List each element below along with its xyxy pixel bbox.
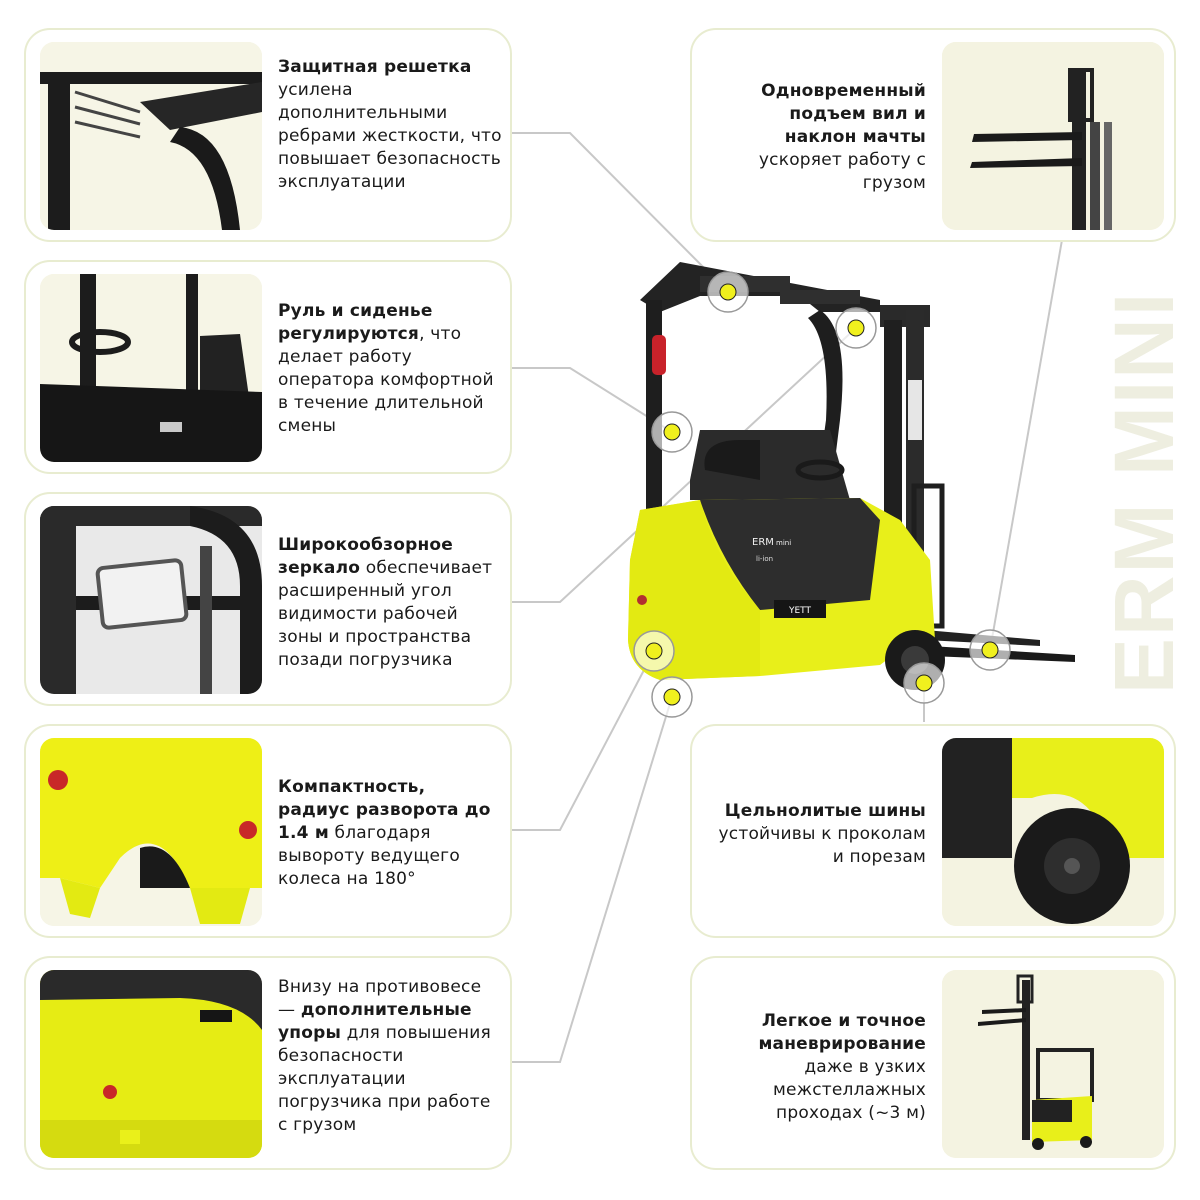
solid-tyre-image [942, 738, 1164, 926]
hotspot-mirror [835, 307, 877, 349]
feature-card-compact: Компактность, радиус разворота до 1.4 м … [24, 724, 512, 938]
maneuvering-text: Легкое и точное маневрирование даже в уз… [758, 1011, 926, 1123]
hero-brand-badge: YETT [788, 606, 812, 616]
feature-card-mast: Одновременный подъем вил и наклон мачты … [690, 28, 1176, 242]
hotspot-counterweight [651, 676, 693, 718]
hotspot-steering [651, 411, 693, 453]
compact-text: Компактность, радиус разворота до 1.4 м … [278, 777, 491, 889]
feature-card-steering: Руль и сиденье регулируются, что делает … [24, 260, 512, 474]
full-forklift-image [942, 970, 1164, 1158]
mirror-text: Широкообзорное зеркало обеспечивает расш… [278, 535, 493, 670]
hero-model-sub: mini [776, 539, 791, 547]
feature-card-maneuvering: Легкое и точное маневрирование даже в уз… [690, 956, 1176, 1170]
counterweight-text: Внизу на противовесе — дополнительные уп… [278, 977, 491, 1135]
connector-line-counterweight [512, 696, 673, 1063]
tyre-text: Цельнолитые шины устойчивы к проколам и … [718, 801, 926, 867]
guard-image [40, 42, 262, 230]
hotspot-mast [969, 629, 1011, 671]
feature-card-guard: Защитная решетка усилена дополнительными… [24, 28, 512, 242]
hotspots [633, 271, 1011, 718]
hotspot-compact [633, 630, 675, 672]
mast-forks-image [942, 42, 1164, 230]
hero-model-label: ERM [752, 537, 774, 548]
hero-battery-label: li-ion [756, 555, 773, 563]
mirror-image [40, 506, 262, 694]
counterweight-image [40, 970, 262, 1158]
forklift-hero-image: YETT ERM mini li-ion [628, 262, 1075, 718]
steering-text: Руль и сиденье регулируются, что делает … [278, 301, 494, 436]
model-watermark: ERM MINI [1097, 290, 1192, 694]
hotspot-tyre [903, 662, 945, 704]
feature-card-counterweight: Внизу на противовесе — дополнительные уп… [24, 956, 512, 1170]
steering-seat-image [40, 274, 262, 462]
feature-card-mirror: Широкообзорное зеркало обеспечивает расш… [24, 492, 512, 706]
hotspot-guard [707, 271, 749, 313]
mast-text: Одновременный подъем вил и наклон мачты … [758, 81, 926, 193]
guard-text: Защитная решетка усилена дополнительными… [278, 57, 502, 192]
feature-card-tyre: Цельнолитые шины устойчивы к проколам и … [690, 724, 1176, 938]
rear-turning-image [40, 738, 262, 926]
